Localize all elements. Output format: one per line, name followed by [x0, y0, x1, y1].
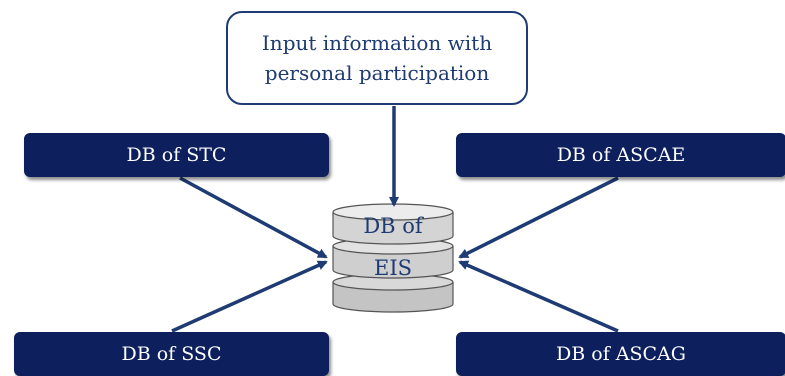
db-ssc-label: DB of SSC: [121, 343, 222, 365]
db-ascae-box: DB of ASCAE: [456, 133, 785, 177]
eis-db-label-line1: DB of: [363, 214, 423, 238]
database-cylinder-icon: [332, 203, 454, 313]
db-stc-box: DB of STC: [24, 133, 329, 177]
eis-db-label-line2: EIS: [373, 256, 412, 280]
db-ascae-label: DB of ASCAE: [556, 144, 686, 166]
input-information-label: Input information with personal particip…: [261, 31, 493, 85]
db-ascag-box: DB of ASCAG: [456, 332, 785, 376]
db-ssc-box: DB of SSC: [14, 332, 329, 376]
arrow-ssc-to-eis: [171, 260, 328, 333]
input-information-box: Input information with personal particip…: [226, 11, 528, 105]
db-ascag-label: DB of ASCAG: [556, 343, 686, 365]
arrow-ascag-to-eis: [458, 260, 619, 333]
db-stc-label: DB of STC: [126, 144, 227, 166]
arrow-ascae-to-eis: [458, 176, 619, 259]
arrow-stc-to-eis: [179, 176, 328, 259]
